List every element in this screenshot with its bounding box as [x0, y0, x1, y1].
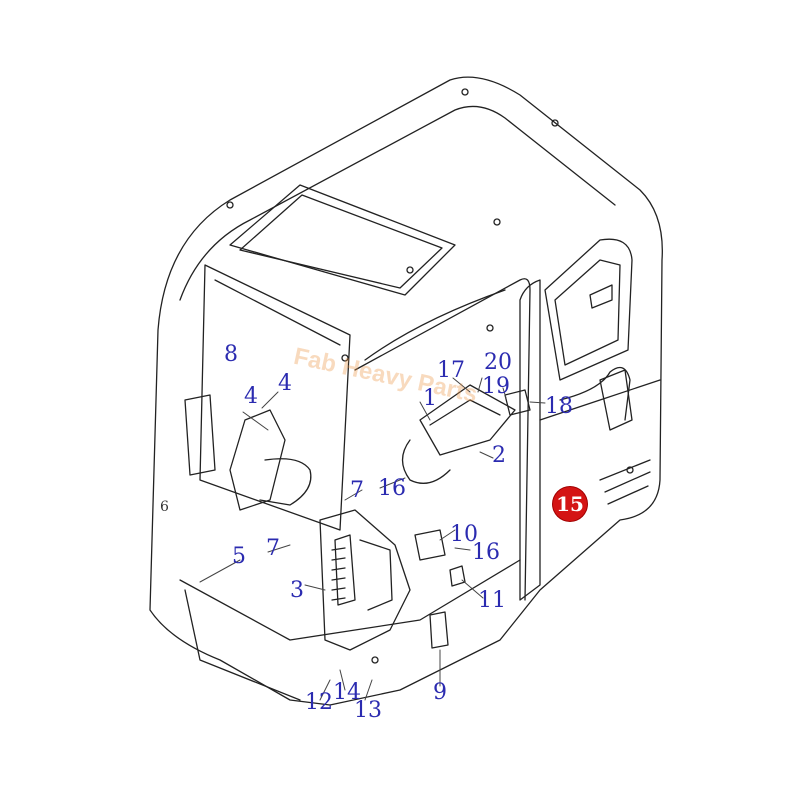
- highlight-callout-label: 15: [556, 492, 584, 516]
- callout-20: 20: [484, 350, 512, 375]
- callout-2: 2: [492, 443, 506, 468]
- front-window-frame: [199, 264, 351, 531]
- door-outline: [519, 279, 541, 601]
- right-wire: [559, 366, 631, 421]
- part-1-2-duct: [419, 384, 516, 456]
- interior-wall: [354, 278, 531, 601]
- callout-9: 9: [433, 680, 447, 705]
- callout-4-right: 4: [278, 371, 292, 396]
- part-9: [429, 611, 449, 649]
- console: [319, 509, 411, 651]
- callout-17: 17: [437, 358, 465, 383]
- callout-16-lower: 16: [472, 540, 500, 565]
- callout-12: 12: [305, 690, 333, 715]
- callout-1: 1: [423, 386, 437, 411]
- side-window: [544, 238, 633, 381]
- callout-13: 13: [354, 698, 382, 723]
- part-10: [414, 529, 446, 561]
- cab-outline: [149, 76, 663, 706]
- callout-18: 18: [545, 394, 573, 419]
- callout-16-upper: 16: [378, 476, 406, 501]
- switch-panel: [504, 389, 531, 416]
- callout-3: 3: [290, 578, 304, 603]
- callout-11: 11: [478, 588, 506, 613]
- left-duct: [184, 394, 216, 476]
- callout-8: 8: [224, 342, 238, 367]
- floor-line: [179, 559, 521, 641]
- callout-10: 10: [450, 522, 478, 547]
- roof-hatch: [229, 184, 456, 296]
- callout-5: 5: [232, 544, 246, 569]
- callout-4-left: 4: [244, 384, 258, 409]
- highlight-callout-15: 15: [553, 487, 587, 521]
- callout-14: 14: [333, 680, 361, 705]
- callout-19: 19: [482, 374, 510, 399]
- part-11: [449, 565, 466, 587]
- callout-7-lower: 7: [266, 536, 280, 561]
- callout-6: 6: [160, 499, 169, 515]
- roof-inner-line: [179, 105, 616, 301]
- callout-7-upper: 7: [350, 478, 364, 503]
